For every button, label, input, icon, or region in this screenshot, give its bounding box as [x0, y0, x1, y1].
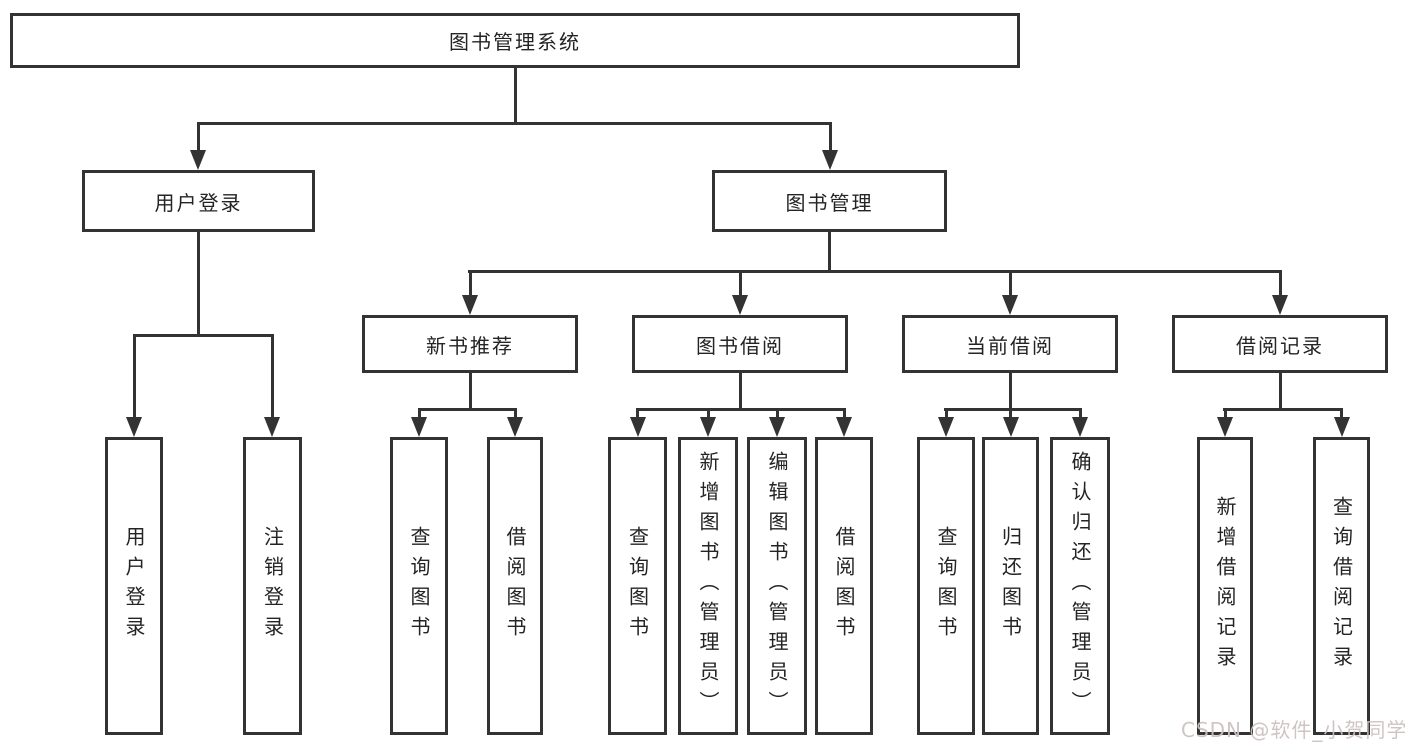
- connector-line: [1279, 270, 1282, 296]
- arrowhead-down-icon: [836, 417, 852, 437]
- connector-line: [197, 122, 200, 152]
- node-book-mgmt-label: 图书管理: [785, 190, 874, 215]
- arrowhead-down-icon: [1072, 417, 1088, 437]
- arrowhead-down-icon: [1334, 417, 1350, 437]
- connector-line: [945, 408, 948, 418]
- leaf-borrow-books: 借阅图书: [815, 437, 873, 735]
- node-book-borrow-label: 图书借阅: [696, 333, 784, 358]
- connector-line: [636, 408, 639, 418]
- arrowhead-down-icon: [1272, 295, 1288, 315]
- arrowhead-down-icon: [264, 417, 280, 437]
- arrowhead-down-icon: [190, 150, 206, 170]
- connector-line: [739, 373, 742, 408]
- leaf-add-book-admin-label: 新增图书（管理员）: [696, 451, 720, 721]
- arrowhead-down-icon: [630, 417, 646, 437]
- arrowhead-down-icon: [769, 417, 785, 437]
- node-borrow-records-label: 借阅记录: [1236, 333, 1324, 358]
- connector-line: [514, 408, 517, 418]
- leaf-add-borrow-record-label: 新增借阅记录: [1213, 496, 1237, 676]
- connector-line: [636, 408, 845, 411]
- connector-line: [1279, 373, 1282, 408]
- connector-line: [197, 122, 831, 125]
- connector-line: [271, 334, 274, 418]
- arrowhead-down-icon: [822, 150, 838, 170]
- connector-line: [1009, 270, 1012, 296]
- arrowhead-down-icon: [732, 295, 748, 315]
- connector-line: [1079, 408, 1082, 418]
- leaf-add-book-admin: 新增图书（管理员）: [678, 437, 738, 735]
- connector-line: [944, 408, 1081, 411]
- node-current-borrow-label: 当前借阅: [966, 333, 1054, 358]
- node-current-borrow: 当前借阅: [902, 315, 1118, 373]
- arrowhead-down-icon: [938, 417, 954, 437]
- leaf-edit-book-admin-label: 编辑图书（管理员）: [765, 451, 789, 721]
- connector-line: [1223, 408, 1343, 411]
- connector-line: [843, 408, 846, 418]
- node-book-mgmt: 图书管理: [712, 170, 947, 232]
- leaf-logout-label: 注销登录: [260, 526, 285, 646]
- node-book-borrow: 图书借阅: [632, 315, 848, 373]
- leaf-query-books-borrow-label: 查询图书: [625, 526, 650, 646]
- leaf-return-books: 归还图书: [982, 437, 1039, 735]
- node-borrow-records: 借阅记录: [1172, 315, 1388, 373]
- leaf-query-borrow-record-label: 查询借阅记录: [1329, 496, 1354, 676]
- leaf-user-login: 用户登录: [105, 437, 163, 735]
- connector-line: [828, 232, 831, 270]
- node-new-book-recommend-label: 新书推荐: [426, 333, 514, 358]
- connector-line: [418, 408, 421, 418]
- leaf-add-borrow-record: 新增借阅记录: [1197, 437, 1253, 735]
- leaf-return-books-label: 归还图书: [998, 526, 1023, 646]
- connector-line: [469, 270, 472, 296]
- connector-line: [1224, 408, 1227, 418]
- leaf-borrow-books-recommend: 借阅图书: [487, 437, 543, 735]
- connector-line: [133, 334, 274, 337]
- arrowhead-down-icon: [700, 417, 716, 437]
- leaf-user-login-label: 用户登录: [122, 526, 146, 646]
- leaf-confirm-return-admin: 确认归还（管理员）: [1050, 437, 1110, 735]
- connector-line: [468, 270, 1282, 273]
- csdn-watermark: CSDN @软件_小贺同学: [1181, 718, 1405, 742]
- connector-line: [776, 408, 779, 418]
- leaf-query-books-recommend-label: 查询图书: [407, 526, 431, 646]
- leaf-borrow-books-label: 借阅图书: [832, 526, 856, 646]
- node-new-book-recommend: 新书推荐: [362, 315, 578, 373]
- connector-line: [469, 373, 472, 408]
- arrowhead-down-icon: [126, 417, 142, 437]
- leaf-logout: 注销登录: [243, 437, 302, 735]
- connector-line: [197, 232, 200, 334]
- connector-line: [739, 270, 742, 296]
- connector-line: [1340, 408, 1343, 418]
- arrowhead-down-icon: [1003, 417, 1019, 437]
- arrowhead-down-icon: [1217, 417, 1233, 437]
- connector-line: [1009, 373, 1012, 408]
- arrowhead-down-icon: [1002, 295, 1018, 315]
- leaf-edit-book-admin: 编辑图书（管理员）: [747, 437, 807, 735]
- node-user-login: 用户登录: [82, 170, 315, 232]
- node-root-label: 图书管理系统: [449, 30, 581, 54]
- connector-line: [707, 408, 710, 418]
- connector-line: [829, 122, 832, 152]
- leaf-confirm-return-admin-label: 确认归还（管理员）: [1068, 451, 1092, 721]
- connector-line: [133, 334, 136, 418]
- leaf-query-books-recommend: 查询图书: [390, 437, 448, 735]
- leaf-query-books-borrow: 查询图书: [608, 437, 667, 735]
- leaf-borrow-books-recommend-label: 借阅图书: [503, 526, 527, 646]
- arrowhead-down-icon: [462, 295, 478, 315]
- leaf-query-borrow-record: 查询借阅记录: [1313, 437, 1370, 735]
- leaf-query-books-current: 查询图书: [917, 437, 975, 735]
- node-user-login-label: 用户登录: [154, 190, 243, 215]
- connector-line: [418, 408, 516, 411]
- arrowhead-down-icon: [411, 417, 427, 437]
- node-root: 图书管理系统: [10, 13, 1020, 68]
- connector-line: [1009, 408, 1012, 418]
- leaf-query-books-current-label: 查询图书: [934, 526, 958, 646]
- arrowhead-down-icon: [507, 417, 523, 437]
- connector-line: [514, 68, 517, 122]
